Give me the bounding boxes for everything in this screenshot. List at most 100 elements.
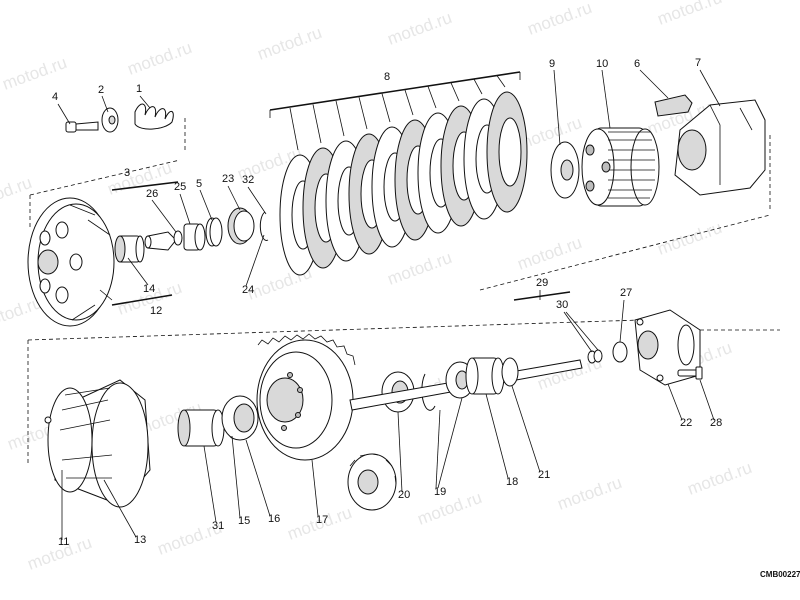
leader-line [335, 100, 345, 137]
bushing-part-31 [177, 409, 225, 447]
callout-label-3: 3 [124, 167, 130, 179]
o-ring-part-26 [173, 230, 183, 246]
leader-line [199, 189, 213, 221]
callout-label-10: 10 [596, 58, 608, 70]
callout-label-16: 16 [268, 513, 280, 525]
watermark-text: motod.ru [125, 38, 195, 79]
leader-line [601, 69, 611, 129]
callout-label-14: 14 [143, 283, 155, 295]
leader-line [435, 409, 441, 489]
leader-line [203, 445, 217, 523]
leader-line [496, 75, 506, 88]
watermark-text: motod.ru [105, 158, 175, 199]
callout-label-2: 2 [98, 84, 104, 96]
leader-lines [57, 69, 721, 540]
leader-line [404, 89, 414, 116]
leader-line [563, 311, 593, 353]
callout-label-9: 9 [549, 58, 555, 70]
leader-line [127, 257, 149, 286]
clutch-plate-pack [279, 91, 528, 276]
callout-label-20: 20 [398, 489, 410, 501]
leader-line [227, 185, 241, 211]
watermark-text: motod.ru [0, 173, 34, 214]
callout-label-28: 28 [710, 417, 722, 429]
callout-label-32: 32 [242, 174, 254, 186]
callout-label-11: 11 [58, 536, 69, 548]
leader-line [151, 199, 177, 233]
leader-line [179, 193, 191, 225]
leader-line [553, 69, 561, 146]
callout-label-4: 4 [52, 91, 58, 103]
bottom-assembly [27, 309, 780, 511]
leader-line [247, 186, 267, 215]
spring-part-1 [134, 103, 174, 130]
leader-line [437, 397, 463, 489]
leader-line [57, 103, 71, 125]
primary-driven-gear-part-17 [256, 333, 356, 461]
circlip-part-32 [259, 211, 269, 241]
pushrod-part-3 [144, 231, 177, 251]
leader-line [619, 299, 625, 343]
bushing-part-25 [183, 223, 206, 251]
bearing-part-23 [227, 207, 255, 245]
watermark-text: motod.ru [0, 53, 69, 94]
leader-line [397, 411, 403, 493]
damper-block-part-6 [654, 94, 693, 117]
watermark-text: motod.ru [255, 23, 325, 64]
callout-label-27: 27 [620, 287, 632, 299]
callout-label-12: 12 [150, 305, 162, 317]
leader-line [427, 86, 437, 109]
callout-label-13: 13 [134, 534, 146, 546]
leader-line [485, 393, 509, 479]
callout-label-21: 21 [538, 469, 550, 481]
slave-cylinder-part-22 [634, 309, 701, 386]
washer-part-2 [101, 107, 119, 133]
bearing-part-16 [221, 395, 259, 441]
callout-label-31: 31 [212, 520, 224, 532]
watermark-text: motod.ru [385, 8, 455, 49]
pressure-plate [27, 197, 115, 327]
leader-line [639, 69, 669, 99]
leader-line [473, 79, 483, 95]
callout-label-29: 29 [536, 277, 548, 289]
leader-line [311, 459, 319, 517]
spring-plate-part-9 [550, 141, 580, 199]
watermark-text: motod.ru [655, 0, 725, 29]
leader-line [450, 82, 460, 102]
callout-label-18: 18 [506, 476, 518, 488]
plate-bore [498, 117, 522, 187]
watermark-text: motod.ru [555, 473, 625, 514]
bearing-part-14 [114, 235, 145, 263]
o-ring-part-30b [593, 349, 603, 363]
top-assembly [27, 91, 771, 327]
screw-part-4 [65, 121, 99, 133]
clutch-hub-part-10 [581, 127, 660, 207]
leader-line [103, 479, 137, 538]
leader-line [101, 95, 109, 113]
leader-line [139, 95, 151, 109]
leader-line [667, 383, 683, 421]
small-gear [347, 453, 397, 511]
leader-line [511, 385, 541, 473]
drawing-code: CMB00227 [760, 570, 800, 579]
callout-label-30: 30 [556, 299, 568, 311]
leader-line [289, 107, 299, 151]
group-brackets [111, 71, 571, 306]
watermark-text: motod.ru [515, 233, 585, 274]
watermark-text: motod.ru [525, 0, 595, 39]
slave-cylinder-cover-part-7 [674, 99, 766, 196]
leader-line [565, 311, 599, 351]
leader-line [245, 234, 265, 287]
leader-line [231, 435, 241, 519]
callout-label-15: 15 [238, 515, 250, 527]
washer-part-21 [501, 357, 519, 387]
callout-label-19: 19 [434, 486, 446, 498]
callout-label-5: 5 [196, 178, 202, 190]
callout-label-17: 17 [316, 514, 328, 526]
leader-line [358, 97, 368, 130]
leader-line [699, 379, 715, 421]
washer-part-5 [205, 217, 223, 247]
callout-label-26: 26 [146, 188, 158, 200]
leader-line [312, 104, 322, 144]
